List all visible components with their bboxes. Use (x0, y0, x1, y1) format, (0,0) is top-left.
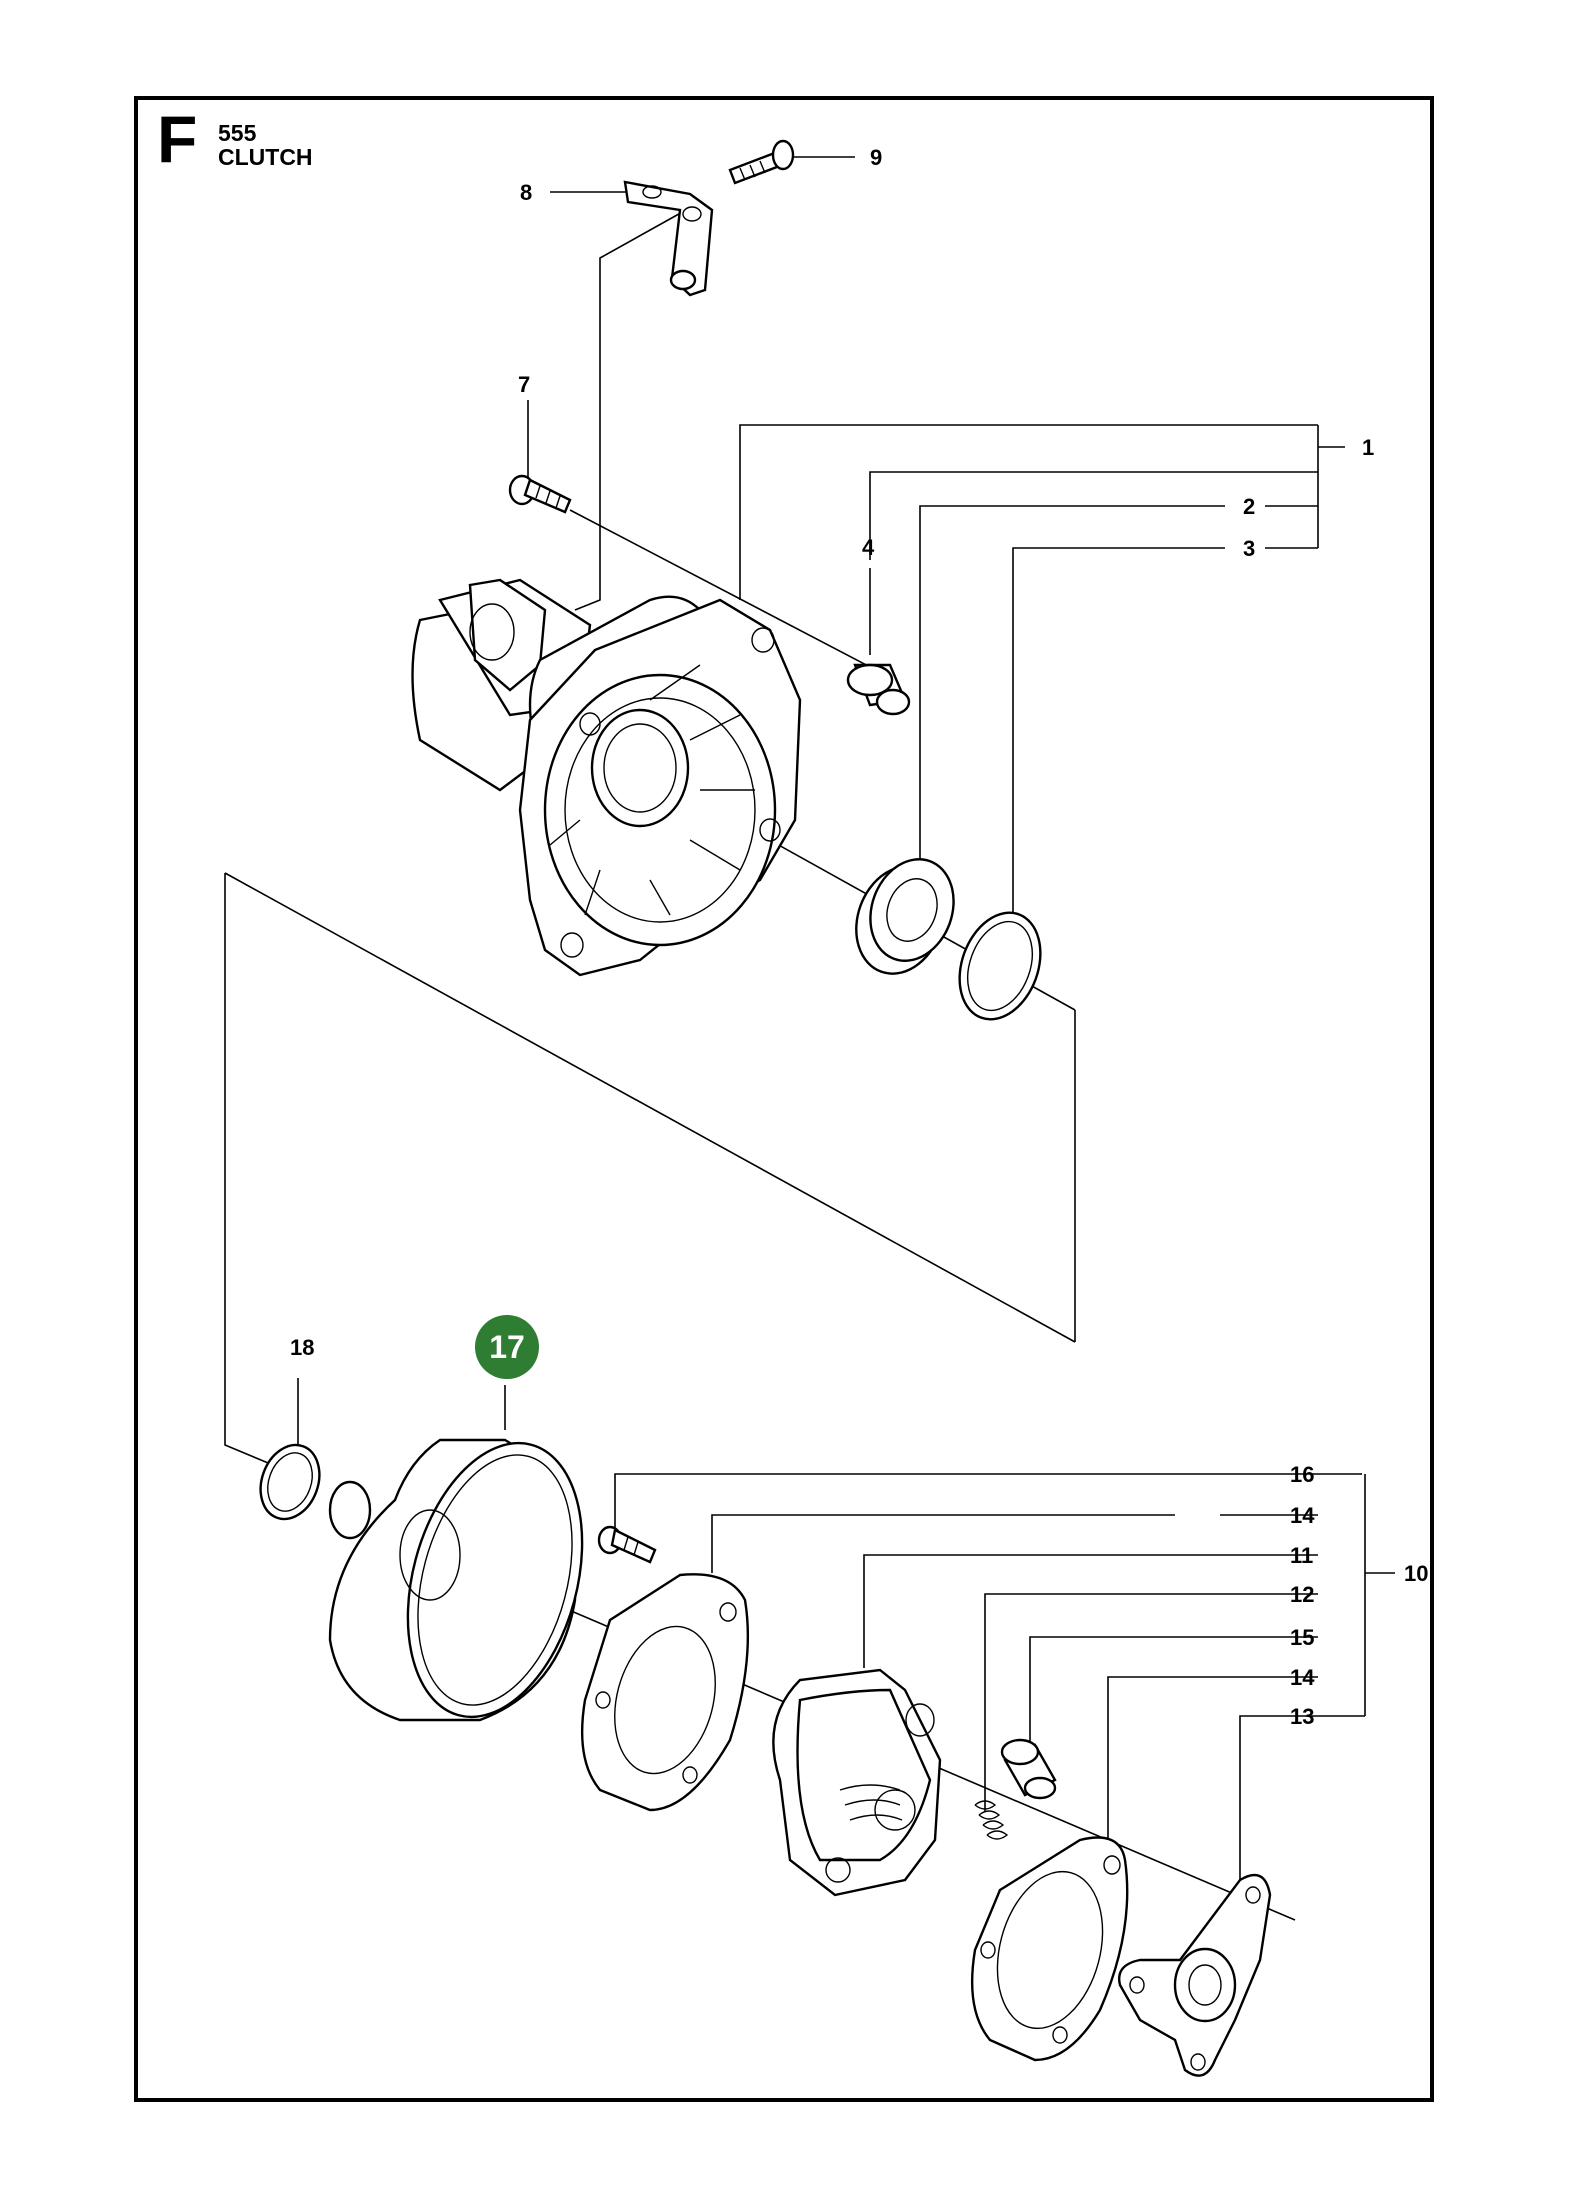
callout-15: 15 (1290, 1625, 1314, 1650)
part-14-washer-plate-lower (970, 1836, 1129, 2062)
callout-14-upper: 14 (1290, 1503, 1315, 1528)
callout-8: 8 (520, 180, 532, 205)
highlight-circle[interactable] (475, 1315, 539, 1379)
part-16-screw (597, 1525, 657, 1564)
part-11-clutch-shoes (772, 1668, 942, 1897)
part-7-screw (508, 474, 572, 514)
callout-7: 7 (518, 372, 530, 397)
callout-1: 1 (1362, 435, 1374, 460)
callout-4: 4 (862, 535, 875, 560)
callout-16: 16 (1290, 1462, 1314, 1487)
part-1-housing (411, 578, 802, 977)
part-18-circlip (259, 1443, 321, 1521)
callout-11: 11 (1290, 1543, 1313, 1568)
part-9-screw (728, 139, 795, 185)
callout-labels: 9 8 7 1 2 3 4 18 16 14 11 10 12 15 14 13 (290, 145, 1428, 1729)
callout-2: 2 (1243, 494, 1255, 519)
part-13-hub-plate (1118, 1873, 1272, 2077)
diagram-frame (134, 96, 1434, 2102)
callout-13: 13 (1290, 1704, 1314, 1729)
callout-9: 9 (870, 145, 882, 170)
part-17-clutch-drum (328, 1438, 584, 1722)
highlight-badge-17[interactable]: 17 (475, 1315, 539, 1379)
callout-3: 3 (1243, 536, 1255, 561)
part-15-sleeve (1000, 1738, 1057, 1800)
part-12-spring (974, 1800, 1009, 1840)
callout-12: 12 (1290, 1582, 1314, 1607)
callout-14-lower: 14 (1290, 1665, 1315, 1690)
part-8-bracket (623, 180, 714, 297)
callout-17[interactable]: 17 (489, 1329, 525, 1365)
callout-10: 10 (1404, 1561, 1428, 1586)
part-2-bearing (855, 858, 955, 975)
part-4-bushing (846, 663, 911, 716)
part-3-retaining-ring (958, 911, 1042, 1021)
model-number: 555 (218, 120, 257, 146)
part-14-washer-plate-upper (580, 1573, 750, 1812)
section-letter: F (157, 102, 198, 176)
callout-18: 18 (290, 1335, 314, 1360)
section-title: CLUTCH (218, 144, 313, 170)
